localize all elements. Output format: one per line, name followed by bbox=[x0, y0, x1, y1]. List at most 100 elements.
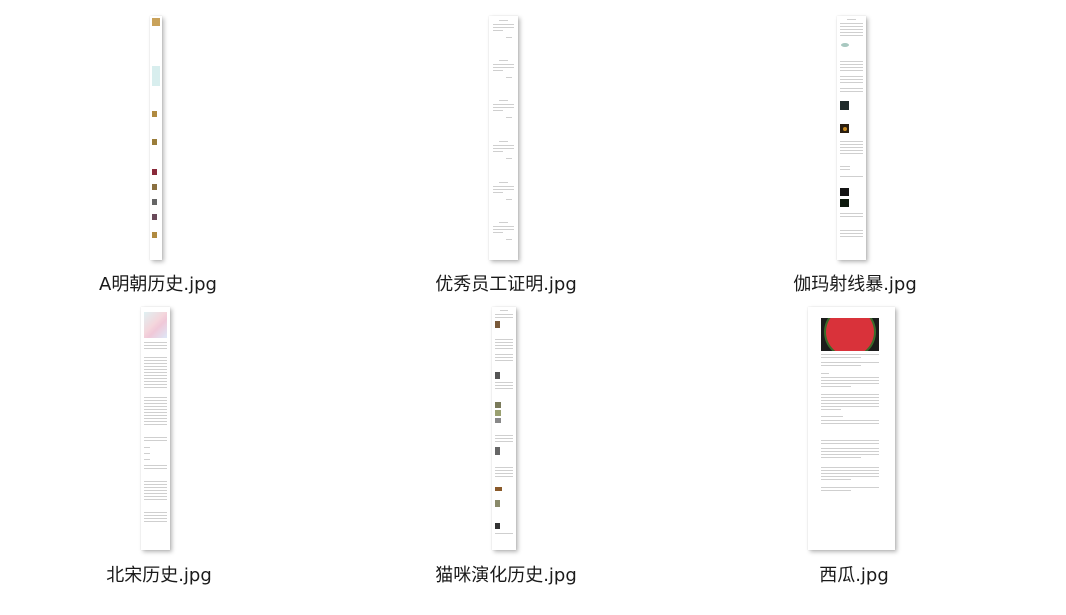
thumbnail-image bbox=[840, 199, 849, 207]
text-line bbox=[493, 192, 503, 193]
thumbnail-image bbox=[495, 321, 500, 328]
text-line bbox=[495, 467, 513, 468]
thumbnail-image bbox=[840, 188, 849, 196]
text-line bbox=[500, 310, 508, 311]
text-line bbox=[144, 496, 167, 497]
text-line bbox=[499, 100, 508, 101]
thumbnail-image bbox=[152, 199, 157, 205]
text-line bbox=[821, 467, 879, 468]
text-line bbox=[493, 70, 503, 71]
thumbnail-image bbox=[495, 410, 501, 416]
text-line bbox=[821, 470, 879, 471]
text-line bbox=[840, 230, 863, 231]
text-line bbox=[506, 77, 512, 78]
text-line bbox=[840, 32, 863, 33]
text-line bbox=[840, 29, 863, 30]
text-line bbox=[493, 24, 514, 25]
file-thumbnail[interactable] bbox=[808, 307, 895, 550]
text-line bbox=[144, 484, 167, 485]
text-line bbox=[144, 387, 167, 388]
text-line bbox=[144, 453, 150, 454]
text-line bbox=[144, 424, 167, 425]
file-name-label[interactable]: 北宋历史.jpg bbox=[106, 565, 212, 586]
thumbnail-image bbox=[152, 169, 157, 175]
text-line bbox=[840, 82, 863, 83]
text-line bbox=[495, 357, 513, 358]
text-line bbox=[821, 380, 879, 381]
text-line bbox=[495, 470, 513, 471]
file-name-label[interactable]: 猫咪演化历史.jpg bbox=[435, 565, 577, 586]
file-name-label[interactable]: 西瓜.jpg bbox=[819, 565, 889, 586]
text-line bbox=[495, 473, 513, 474]
text-line bbox=[144, 397, 167, 398]
thumbnail-image bbox=[495, 500, 500, 507]
text-line bbox=[821, 357, 861, 358]
text-line bbox=[495, 385, 513, 386]
file-thumbnail[interactable] bbox=[141, 307, 170, 550]
text-line bbox=[506, 37, 512, 38]
text-line bbox=[821, 473, 879, 474]
text-line bbox=[506, 117, 512, 118]
text-line bbox=[144, 406, 167, 407]
text-line bbox=[840, 88, 863, 89]
text-line bbox=[144, 357, 167, 358]
text-line bbox=[840, 169, 850, 170]
text-line bbox=[840, 213, 863, 214]
text-line bbox=[840, 166, 850, 167]
text-line bbox=[493, 67, 514, 68]
thumbnail-image bbox=[152, 232, 157, 238]
file-name-label[interactable]: 优秀员工证明.jpg bbox=[435, 274, 577, 295]
file-thumbnail[interactable] bbox=[150, 16, 162, 260]
text-line bbox=[144, 342, 167, 343]
text-line bbox=[144, 490, 167, 491]
file-name-label[interactable]: 伽玛射线暴.jpg bbox=[793, 274, 917, 295]
text-line bbox=[840, 150, 863, 151]
thumbnail-image bbox=[495, 487, 502, 491]
text-line bbox=[144, 447, 150, 448]
text-line bbox=[506, 158, 512, 159]
file-thumbnail[interactable] bbox=[837, 16, 866, 260]
text-line bbox=[144, 378, 167, 379]
text-line bbox=[506, 199, 512, 200]
text-line bbox=[144, 440, 167, 441]
text-line bbox=[821, 454, 879, 455]
thumbnail-image bbox=[495, 402, 501, 408]
text-line bbox=[144, 375, 167, 376]
text-line bbox=[495, 533, 513, 534]
text-line bbox=[821, 365, 861, 366]
text-line bbox=[840, 141, 863, 142]
thumbnail-image bbox=[152, 184, 157, 190]
thumbnail-image bbox=[152, 66, 160, 86]
text-line bbox=[495, 348, 513, 349]
file-thumbnail[interactable] bbox=[492, 307, 516, 550]
text-line bbox=[840, 216, 863, 217]
file-thumbnail[interactable] bbox=[489, 16, 518, 260]
file-name-label[interactable]: A明朝历史.jpg bbox=[99, 274, 217, 295]
text-line bbox=[821, 448, 879, 449]
text-line bbox=[144, 459, 150, 460]
text-line bbox=[506, 239, 512, 240]
text-line bbox=[495, 388, 513, 389]
thumbnail-image bbox=[495, 418, 501, 423]
text-line bbox=[495, 382, 513, 383]
text-line bbox=[821, 476, 879, 477]
thumbnail-map bbox=[144, 312, 167, 338]
text-line bbox=[144, 521, 167, 522]
text-line bbox=[144, 372, 167, 373]
text-line bbox=[821, 479, 851, 480]
text-line bbox=[144, 468, 167, 469]
text-line bbox=[144, 400, 167, 401]
text-line bbox=[144, 493, 167, 494]
text-line bbox=[840, 91, 863, 92]
text-line bbox=[499, 60, 508, 61]
text-line bbox=[840, 233, 863, 234]
thumbnail-image bbox=[152, 139, 157, 145]
text-line bbox=[144, 363, 167, 364]
text-line bbox=[821, 386, 851, 387]
text-line bbox=[840, 35, 863, 36]
text-line bbox=[499, 222, 508, 223]
text-line bbox=[821, 443, 879, 444]
text-line bbox=[144, 369, 167, 370]
text-line bbox=[144, 366, 167, 367]
text-line bbox=[495, 339, 513, 340]
